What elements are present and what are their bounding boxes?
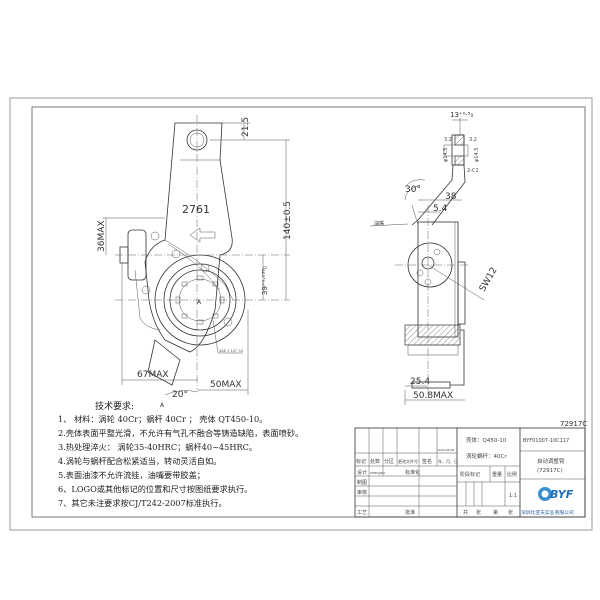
right-view: 13⁺⁰·⁵₀ 3.2 3.2 φ14.5 φ14.5 2-C1 30° 38 … <box>369 111 500 405</box>
dim-width-right: 50MAX <box>210 380 242 390</box>
row-label-drafting: 制图 <box>357 479 367 486</box>
tech-requirement-item: 6、LOGO或其他标记的位置和尺寸按图纸要求执行。 <box>58 484 253 494</box>
spline-note: SAE 1 1/2" 10 <box>219 349 243 353</box>
drawing-code: 72917C <box>560 420 587 428</box>
dim-total-width: 50.8MAX <box>413 391 453 401</box>
stage-marks-label: 阶段标记 <box>460 471 480 478</box>
dim-wrench: SW12 <box>478 266 500 294</box>
rev-header: 处数 <box>370 458 380 465</box>
outer-frame <box>9 97 593 531</box>
rev-header: 分区 <box>384 458 394 465</box>
scale-label: 比例 <box>507 471 517 478</box>
material-worm: 涡轮蜗杆：40Cr <box>466 452 507 460</box>
section-label-a: A <box>197 299 202 306</box>
part-number-mark: 2761 <box>182 203 210 216</box>
slack-adjuster-body <box>144 122 233 353</box>
dim-top-width: 13⁺⁰·⁵₀ <box>450 111 473 119</box>
tech-requirements-title: 技术要求: <box>95 402 135 412</box>
rev-header: 年、月、日 <box>438 458 458 464</box>
rev-header: 更改文件号 <box>398 458 418 464</box>
dim-spline-offset: 39⁺⁰·⁰³⁸₀ <box>261 266 269 295</box>
spline-teeth <box>175 275 225 325</box>
dim-height-max: 36MAX <box>97 220 107 252</box>
byf-logo: BYF <box>538 487 574 501</box>
direction-arrow <box>189 227 216 243</box>
designer-name: zhangxu <box>370 471 385 475</box>
anchor-bracket <box>147 339 181 386</box>
tech-requirement-item: 2.壳体表面平整光滑，不允许有气孔不融合等铸造缺陷，表面喷砂。 <box>58 428 304 438</box>
tech-requirement-item: 5.表面油漆不允许流挂，油嘴要带胶盖； <box>58 470 205 480</box>
tech-requirement-item: 4.涡轮与蜗杆配合松紧适当，转动灵活自如。 <box>58 456 222 466</box>
weight-label: 重量 <box>492 471 502 478</box>
roughness-right: 3.2 <box>469 137 477 143</box>
hole-right: φ14.5 <box>474 148 480 162</box>
section-hatch <box>404 324 461 346</box>
hole-left: φ14.5 <box>443 148 449 162</box>
anchor-pin <box>411 381 451 389</box>
arm-neck <box>411 164 466 226</box>
rev-header: 签名 <box>422 458 432 465</box>
rivets <box>141 231 233 327</box>
tech-requirement-item: 1、 材料：涡轮 40Cr；蜗杆 40Cr ； 壳体 QT450-10。 <box>58 414 268 424</box>
chamfer: 2-C1 <box>467 168 479 174</box>
sheets-label: 共 <box>463 509 468 516</box>
dim-top-offset: 21.5 <box>241 117 251 137</box>
sheets-label: 张 <box>508 509 513 516</box>
sheets-label: 张 <box>476 509 481 516</box>
dim-angle-30: 30° <box>405 185 421 195</box>
inner-frame <box>31 106 586 518</box>
row-label-review: 审核 <box>357 489 367 496</box>
drawing-number: BYF01007-10C117 <box>523 438 569 444</box>
section-arrow-label: A <box>160 402 165 409</box>
dim-gap: 5.4 <box>433 204 448 214</box>
company-name: 深圳比亚夫实业有限公司 <box>521 509 574 516</box>
tech-requirement-item: 7、其它未注要求按CJ/T242-2007标准执行。 <box>58 498 227 508</box>
dim-angle: 20° <box>172 390 188 400</box>
revision-date: 2020.06.08 <box>437 448 454 452</box>
dim-width-left: 67MAX <box>137 370 169 380</box>
dim-length: 140±0.5 <box>283 201 293 240</box>
side-body <box>417 221 459 338</box>
rev-header: 标记 <box>356 458 366 465</box>
logo-text: BYF <box>550 488 574 501</box>
scale-value: 1:1 <box>509 493 517 499</box>
dim-offset: 38 <box>445 192 457 202</box>
material-housing: 壳体：Q450-10 <box>466 436 507 444</box>
tech-requirement-item: 3.热处理淬火： 涡轮35-40HRC；蜗杆40~45HRC。 <box>58 442 258 452</box>
row-label-process: 工艺 <box>357 510 367 516</box>
part-name: 自动调整臂 <box>537 457 565 465</box>
left-view: 2761 21.5 140±0.5 36MAX 39⁺⁰·⁰³⁸₀ 67MAX … <box>97 115 293 409</box>
part-model: (72917C) <box>537 468 563 474</box>
standardization-label: 标准化 <box>405 469 420 476</box>
sheets-label: 第 <box>493 509 498 516</box>
title-block: 72917C 2020.06.08 标记 处数 分区 更改文件号 签名 年、月、… <box>354 420 587 518</box>
approval-label: 批准 <box>405 509 415 516</box>
dim-half-width: 25.4 <box>410 377 430 387</box>
roughness-left: 3.2 <box>444 137 452 143</box>
row-label-design: 设计 <box>357 469 367 476</box>
grease-fitting-label: 油嘴 <box>374 220 384 227</box>
